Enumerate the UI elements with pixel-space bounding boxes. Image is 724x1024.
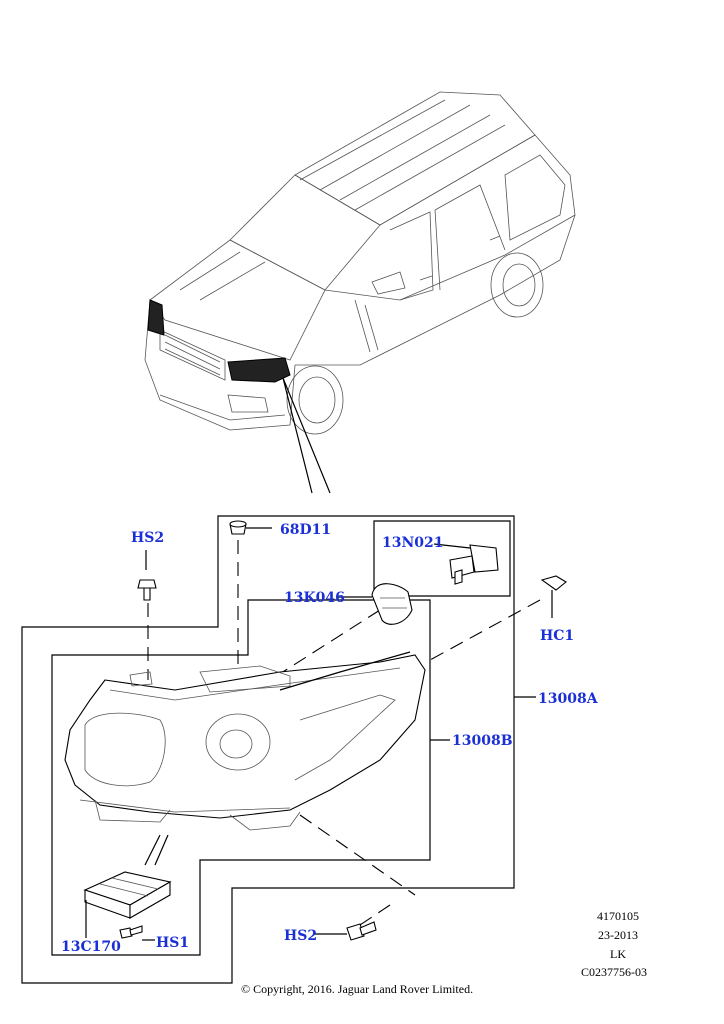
copyright-notice: © Copyright, 2016. Jaguar Land Rover Lim… [241, 982, 474, 996]
label-13k046: 13K046 [284, 590, 345, 606]
label-13008b: 13008B [452, 733, 513, 749]
headlamp-13008b [64, 651, 426, 831]
cap-68d11 [229, 520, 272, 535]
label-13n021: 13N021 [382, 535, 444, 551]
cover-13k046 [338, 583, 413, 625]
assembly-lines [147, 540, 541, 926]
label-68d11: 68D11 [280, 522, 332, 538]
label-hs1: HS1 [156, 935, 190, 951]
bulb-13n021 [433, 543, 499, 585]
vehicle-illustration [144, 91, 576, 494]
reference-initials: LK [610, 947, 626, 961]
label-13008a: 13008A [538, 691, 598, 707]
clip-hc1 [540, 575, 567, 618]
module-13c170 [83, 834, 172, 938]
bolt-hs2-top [137, 550, 157, 601]
reference-date: 23-2013 [598, 928, 638, 942]
label-hs2-bottom: HS2 [284, 928, 318, 944]
label-13c170: 13C170 [61, 939, 121, 955]
label-hc1: HC1 [540, 628, 575, 644]
screw-hs1 [119, 925, 155, 941]
label-hs2-top: HS2 [131, 530, 165, 546]
reference-code: C0237756-03 [581, 965, 647, 979]
bolt-hs2-bottom [314, 921, 377, 941]
reference-number: 4170105 [597, 909, 639, 923]
assembly-boxes [21, 515, 515, 984]
